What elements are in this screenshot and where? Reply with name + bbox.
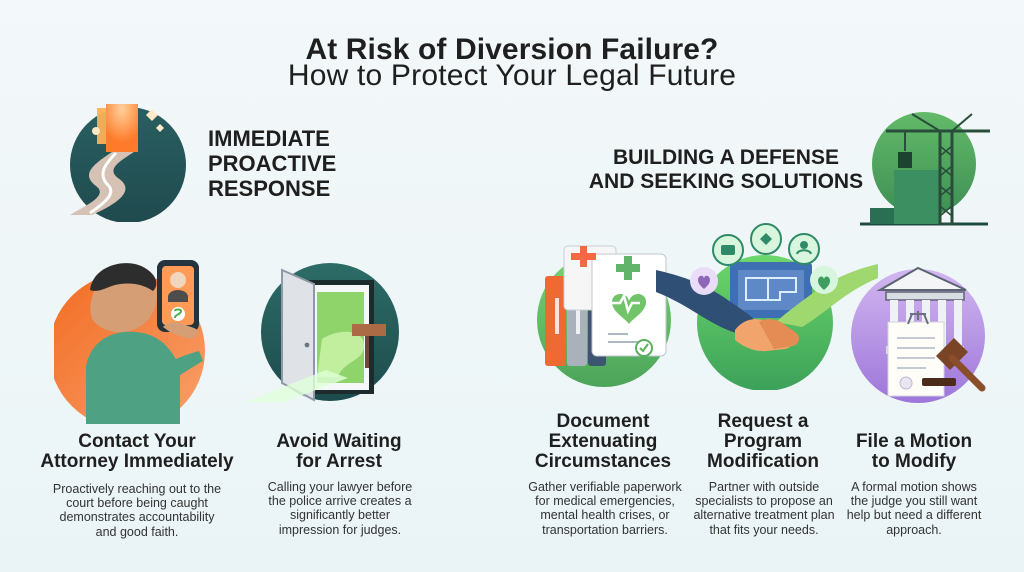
item-document-circumstances-title: Document Extenuating Circumstances	[534, 411, 672, 472]
item-contact-attorney-title: Contact Your Attorney Immediately	[40, 431, 234, 472]
documents-binders-illustration	[537, 245, 671, 387]
road-icon	[70, 104, 186, 222]
construction-crane-illustration	[860, 112, 990, 226]
item-file-motion-title: File a Motion to Modify	[855, 431, 973, 472]
item-contact-attorney-body: Proactively reaching out to the court be…	[52, 482, 222, 539]
item-file-motion-body: A formal motion shows the judge you stil…	[846, 480, 982, 537]
section-heading-immediate-response: IMMEDIATE PROACTIVE RESPONSE	[208, 126, 337, 201]
item-avoid-arrest-title: Avoid Waiting for Arrest	[276, 431, 402, 472]
page-title: At Risk of Diversion Failure?	[305, 33, 719, 66]
section-heading-building-defense: BUILDING A DEFENSE AND SEEKING SOLUTIONS	[588, 146, 864, 193]
handshake-illustration	[656, 223, 878, 390]
phone-call-person-illustration	[54, 260, 205, 424]
item-document-circumstances-body: Gather verifiable paperwork for medical …	[528, 480, 682, 537]
courthouse-gavel-illustration	[851, 266, 986, 403]
open-door-illustration	[246, 263, 399, 402]
item-avoid-arrest-body: Calling your lawyer before the police ar…	[267, 480, 413, 537]
item-request-modification-body: Partner with outside specialists to prop…	[693, 480, 835, 537]
item-request-modification-title: Request a Program Modification	[707, 411, 819, 472]
page-subtitle: How to Protect Your Legal Future	[287, 59, 737, 92]
